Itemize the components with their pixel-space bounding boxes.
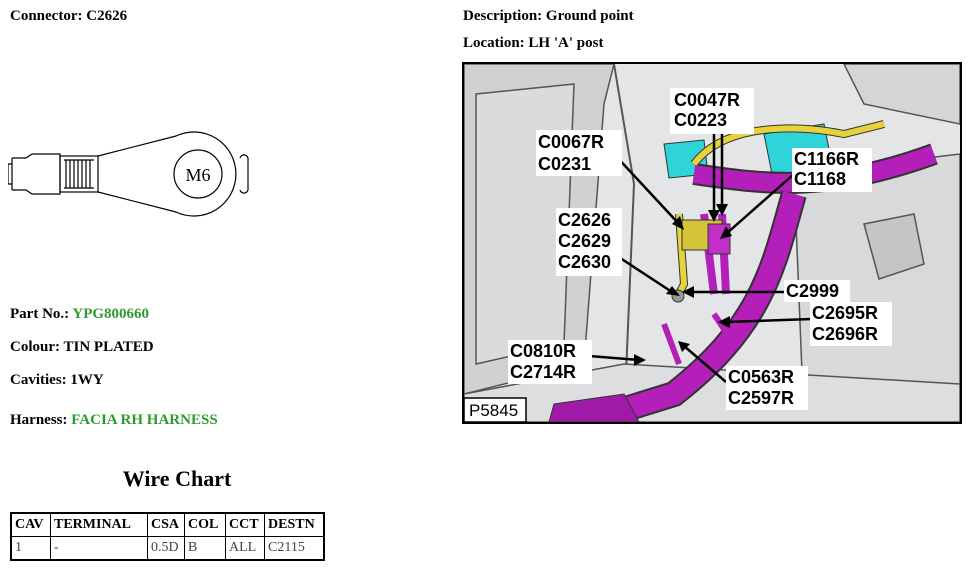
header-cav: CAV xyxy=(10,512,51,537)
wire-chart-table: CAV TERMINAL CSA COL CCT DESTN 1 - 0.5D … xyxy=(10,512,325,561)
callout-c2999: C2999 xyxy=(784,280,850,302)
svg-text:C0810R: C0810R xyxy=(510,341,576,361)
callout-c2695r: C2695R C2696R xyxy=(810,302,892,346)
svg-text:C2597R: C2597R xyxy=(728,388,794,408)
svg-text:C0067R: C0067R xyxy=(538,132,604,152)
header-terminal: TERMINAL xyxy=(50,512,148,537)
cell-csa: 0.5D xyxy=(147,536,185,561)
wire-chart-title: Wire Chart xyxy=(122,466,232,491)
header-destn: DESTN xyxy=(264,512,325,537)
callout-c0067r: C0067R C0231 xyxy=(536,130,622,176)
callout-c0563r: C0563R C2597R xyxy=(726,366,808,410)
location-label: Location: LH 'A' post xyxy=(463,35,604,51)
cell-destn: C2115 xyxy=(264,536,325,561)
svg-text:C0231: C0231 xyxy=(538,154,591,174)
svg-text:C2695R: C2695R xyxy=(812,303,878,323)
svg-text:P5845: P5845 xyxy=(469,401,518,420)
callout-c0047r: C0047R C0223 xyxy=(670,88,754,134)
svg-text:C1168: C1168 xyxy=(794,169,846,189)
part-no-link[interactable]: YPG800660 xyxy=(72,306,150,322)
cell-cct: ALL xyxy=(225,536,265,561)
location-illustration: C0047R C0223 C0067R C0231 C1166R C1168 C… xyxy=(462,62,962,424)
cell-col: B xyxy=(184,536,226,561)
harness-link[interactable]: FACIA RH HARNESS xyxy=(71,412,218,428)
cavities-value: 1WY xyxy=(70,372,104,388)
colour-value: TIN PLATED xyxy=(63,339,154,355)
description-label: Description: Ground point xyxy=(463,8,634,24)
callout-c2626: C2626 C2629 C2630 xyxy=(556,208,622,276)
connector-label: Connector: C2626 xyxy=(10,8,128,24)
svg-text:C2626: C2626 xyxy=(558,210,611,230)
svg-text:C2999: C2999 xyxy=(786,281,839,301)
table-row: 1 - 0.5D B ALL C2115 xyxy=(10,536,325,561)
location-illustration-svg: C0047R C0223 C0067R C0231 C1166R C1168 C… xyxy=(464,64,960,422)
cell-cav: 1 xyxy=(10,536,51,561)
svg-text:C0047R: C0047R xyxy=(674,90,740,110)
svg-text:C0223: C0223 xyxy=(674,110,727,130)
description-value: Ground point xyxy=(545,8,634,24)
callout-c0810r: C0810R C2714R xyxy=(508,340,592,384)
svg-text:C2696R: C2696R xyxy=(812,324,878,344)
colour-label: Colour: TIN PLATED xyxy=(10,339,154,355)
svg-text:C2629: C2629 xyxy=(558,231,611,251)
cavities-label: Cavities: 1WY xyxy=(10,372,104,388)
header-col: COL xyxy=(184,512,226,537)
svg-text:C2630: C2630 xyxy=(558,252,611,272)
wire-chart-header-row: CAV TERMINAL CSA COL CCT DESTN xyxy=(10,512,325,537)
svg-text:C0563R: C0563R xyxy=(728,367,794,387)
cell-terminal: - xyxy=(50,536,148,561)
svg-text:C2714R: C2714R xyxy=(510,362,576,382)
callout-c1166r: C1166R C1168 xyxy=(792,148,872,192)
location-value: LH 'A' post xyxy=(528,35,604,51)
part-no-label: Part No.: YPG800660 xyxy=(10,306,150,322)
header-cct: CCT xyxy=(225,512,265,537)
header-csa: CSA xyxy=(147,512,185,537)
connector-drawing: M6 xyxy=(8,131,249,217)
svg-text:C1166R: C1166R xyxy=(794,149,859,169)
photo-id-badge: P5845 xyxy=(464,397,527,422)
connector-value: C2626 xyxy=(86,8,128,24)
ring-size-text: M6 xyxy=(185,165,210,185)
harness-label: Harness: FACIA RH HARNESS xyxy=(10,412,218,428)
